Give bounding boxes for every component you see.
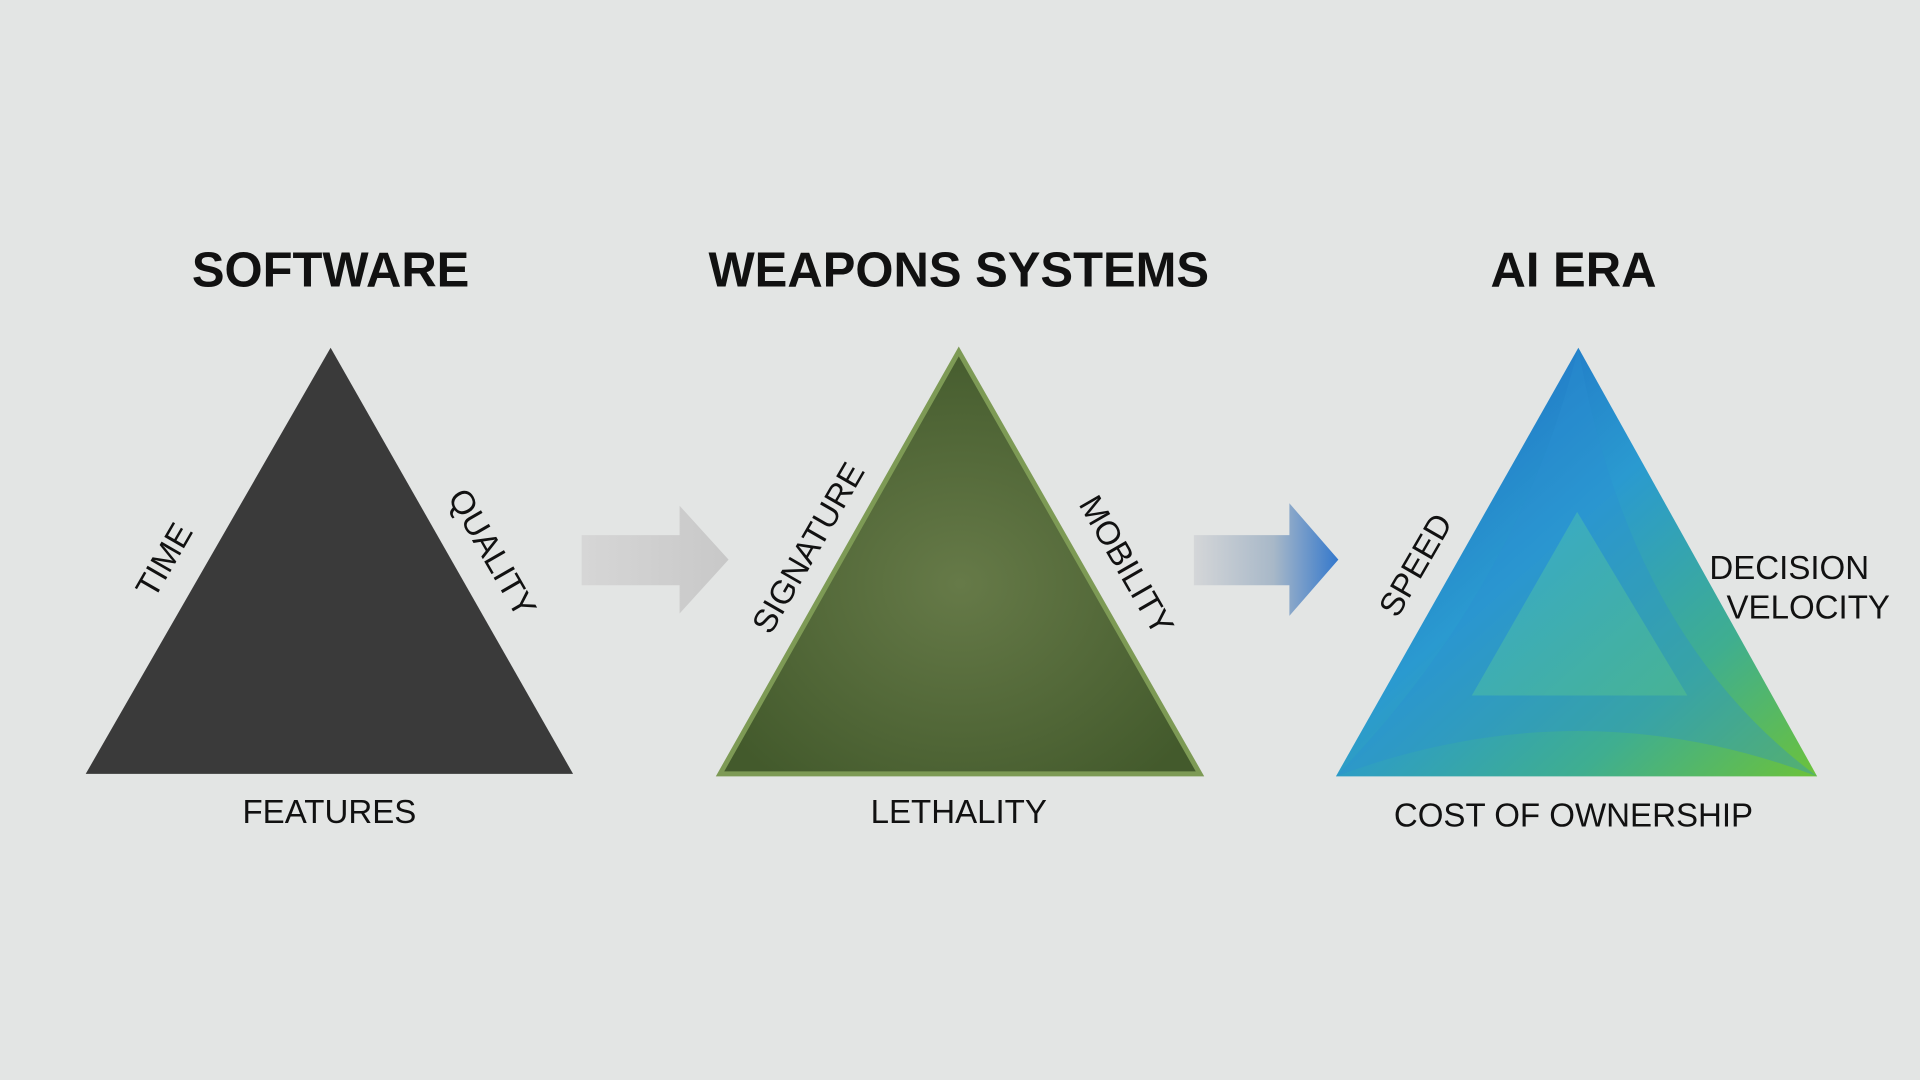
right-label-line1: DECISION bbox=[1709, 550, 1869, 587]
panel-title: SOFTWARE bbox=[192, 244, 469, 298]
bottom-label: FEATURES bbox=[242, 794, 416, 831]
software-triangle bbox=[85, 347, 574, 774]
panel-ai-era: AI ERA SPEED DECISION VELOCITY COST OF O… bbox=[1335, 244, 1890, 835]
right-label-line2: VELOCITY bbox=[1727, 589, 1890, 626]
weapons-triangle bbox=[715, 346, 1205, 777]
panel-title: WEAPONS SYSTEMS bbox=[708, 244, 1209, 298]
bottom-label: COST OF OWNERSHIP bbox=[1394, 798, 1753, 835]
panel-software: SOFTWARE TIME QUALITY FEATURES bbox=[85, 244, 574, 831]
arrow-right-icon bbox=[1193, 503, 1339, 616]
panel-weapons-systems: WEAPONS SYSTEMS SIGNATURE MOBILITY LETHA… bbox=[708, 244, 1209, 831]
arrow-right-icon bbox=[581, 505, 729, 614]
panel-title: AI ERA bbox=[1490, 244, 1656, 298]
bottom-label: LETHALITY bbox=[871, 794, 1047, 831]
left-label: TIME bbox=[129, 517, 201, 604]
ai-inner-triangle bbox=[1471, 511, 1688, 696]
